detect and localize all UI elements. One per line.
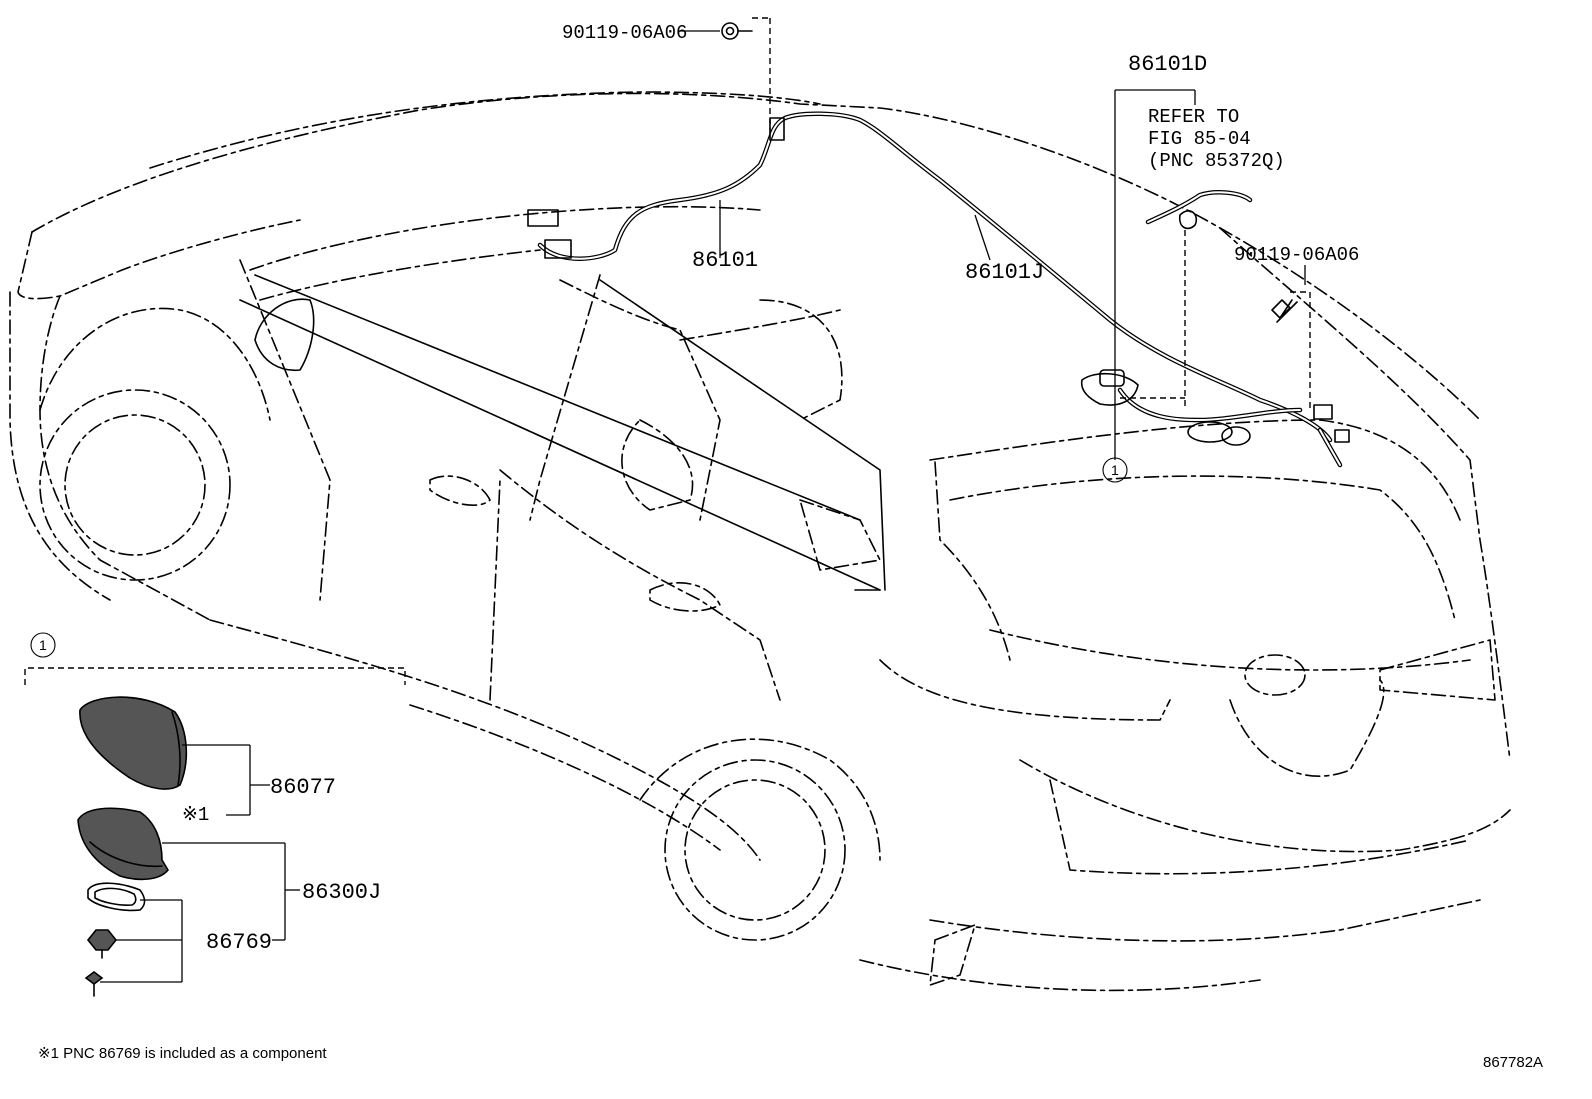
roof-antenna-pad xyxy=(1080,372,1139,406)
reference-circle-cable-text: 1 xyxy=(1111,462,1119,478)
label-cover: 86077 xyxy=(270,775,336,800)
label-refer-line1: REFER TO xyxy=(1148,106,1239,128)
label-note-mark: ※1 xyxy=(182,804,209,826)
antenna-nut-icon xyxy=(86,929,118,951)
antenna-body-icon xyxy=(77,807,169,881)
bolt-right-icon xyxy=(1271,299,1298,323)
label-bolt-right: 90119-06A06 xyxy=(1234,244,1359,266)
inset-parts-detail: 1 86077 ※1 86300J xyxy=(24,632,406,997)
label-antenna: 86300J xyxy=(302,880,381,905)
reference-circle-cable: 1 xyxy=(1102,457,1128,483)
figure-id: 867782A xyxy=(1483,1054,1543,1071)
roof-frame-lines xyxy=(239,274,886,591)
antenna-bolt-icon xyxy=(84,971,104,997)
label-refer-line3: (PNC 85372Q) xyxy=(1148,150,1285,172)
leader-lines xyxy=(678,17,1311,460)
label-cable-d: 86101D xyxy=(1128,52,1207,77)
label-bolt-top: 90119-06A06 xyxy=(562,22,687,44)
antenna-pad-icon xyxy=(87,882,146,912)
vehicle-body-outline xyxy=(9,91,1511,992)
label-refer-line2: FIG 85-04 xyxy=(1148,128,1251,150)
cable-connectors xyxy=(527,117,1350,446)
inset-circle-text: 1 xyxy=(39,637,47,653)
label-pad-nut: 86769 xyxy=(206,930,272,955)
antenna-cover-icon xyxy=(79,696,188,790)
bolt-top-icon xyxy=(721,22,753,40)
refer-wire xyxy=(1145,190,1253,230)
label-cable-main: 86101 xyxy=(692,248,758,273)
label-cable-j: 86101J xyxy=(965,260,1044,285)
antenna-cable-86101 xyxy=(537,111,1343,468)
footnote: ※1 PNC 86769 is included as a component xyxy=(38,1045,327,1062)
